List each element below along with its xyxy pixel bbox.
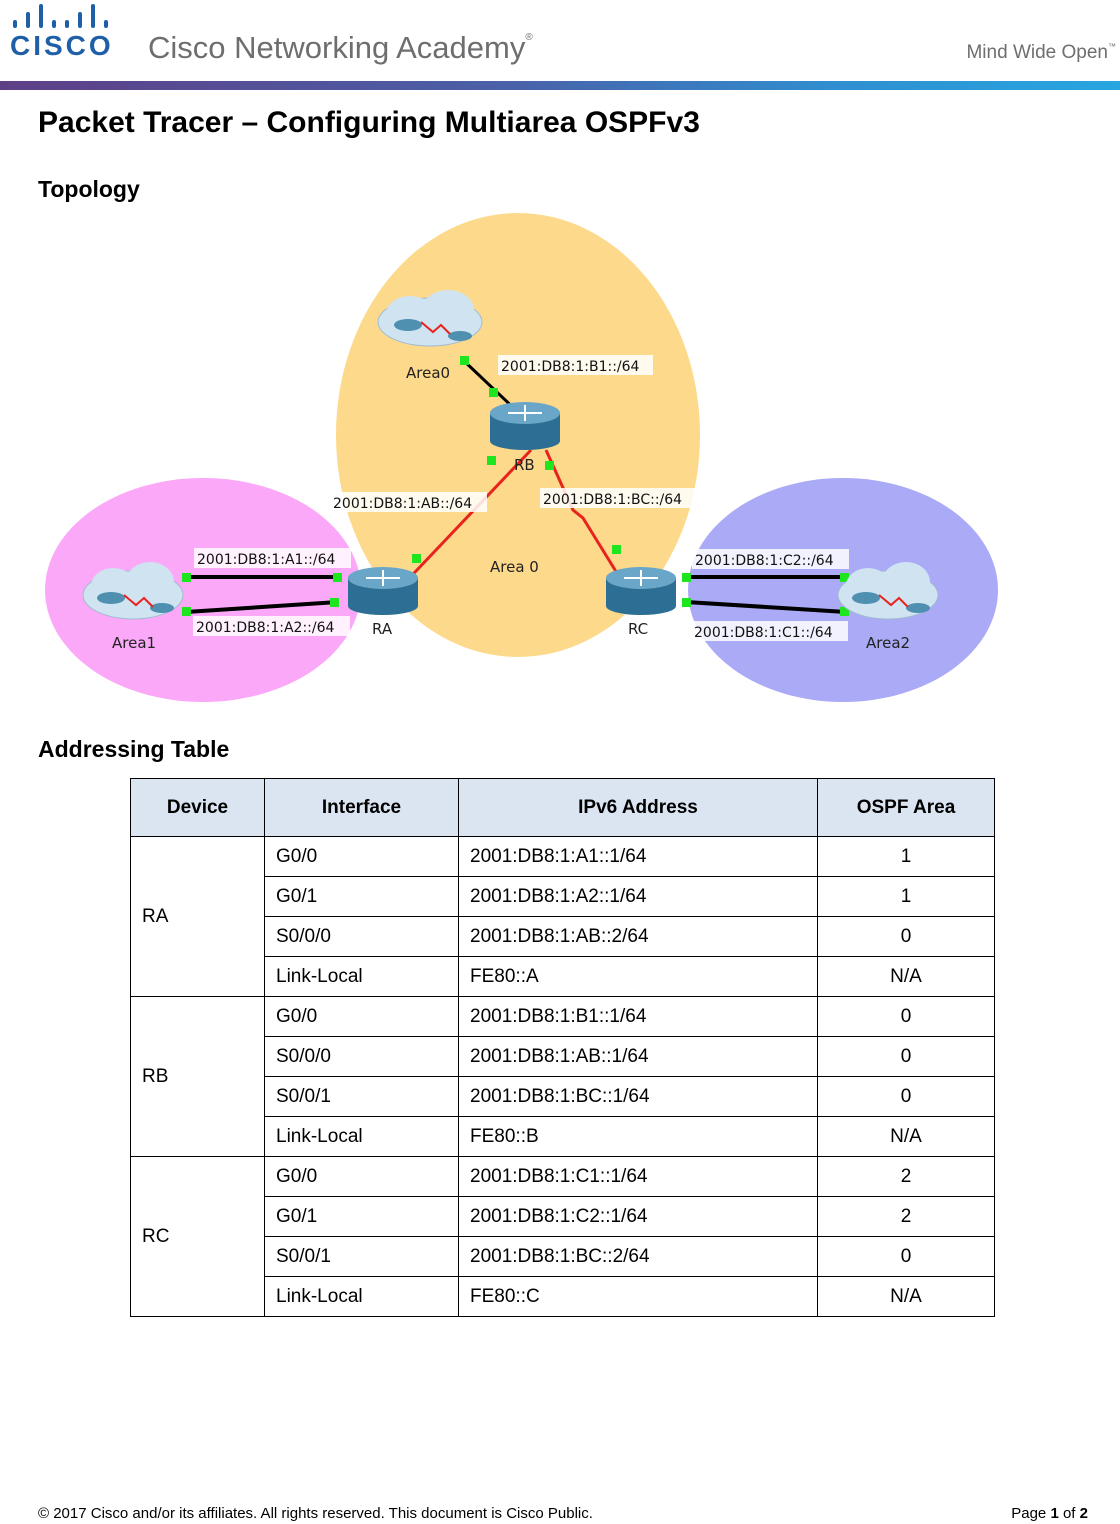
a1-link-label: 2001:DB8:1:A1::/64 bbox=[197, 552, 336, 568]
address-cell: FE80::B bbox=[458, 1116, 818, 1157]
address-cell: 2001:DB8:1:AB::2/64 bbox=[458, 916, 818, 957]
area-cell: 0 bbox=[817, 996, 995, 1037]
table-row: Link-Local FE80::A N/A bbox=[131, 956, 995, 997]
area-cell: 2 bbox=[817, 1196, 995, 1237]
topology-diagram: Area0 RB RA RC Area 0 Area1 Area2 2001:D… bbox=[45, 213, 998, 702]
router-rb-label: RB bbox=[514, 456, 535, 474]
router-rb-icon bbox=[490, 402, 560, 450]
c2-link-label: 2001:DB8:1:C2::/64 bbox=[695, 553, 834, 569]
a2-link-label: 2001:DB8:1:A2::/64 bbox=[196, 620, 335, 636]
address-cell: 2001:DB8:1:A2::1/64 bbox=[458, 876, 818, 917]
area1-zone bbox=[45, 478, 361, 702]
area0-zone-label: Area 0 bbox=[490, 558, 539, 576]
column-header: IPv6 Address bbox=[458, 778, 818, 837]
router-ra-icon bbox=[348, 567, 418, 615]
a2-link bbox=[185, 600, 339, 614]
interface-cell: G0/1 bbox=[264, 876, 459, 917]
tagline: Mind Wide Open™ bbox=[966, 42, 1116, 63]
interface-cell: Link-Local bbox=[264, 1276, 459, 1317]
addressing-table: Device Interface IPv6 Address OSPF Area … bbox=[130, 778, 995, 1317]
column-header: OSPF Area bbox=[817, 778, 995, 837]
table-row: Link-Local FE80::C N/A bbox=[131, 1276, 995, 1317]
area-cell: 1 bbox=[817, 836, 995, 877]
router-rc-label: RC bbox=[628, 620, 648, 638]
area-cell: N/A bbox=[817, 1276, 995, 1317]
interface-cell: G0/0 bbox=[264, 1156, 459, 1197]
device-cell: RA bbox=[130, 836, 265, 997]
area-cell: 0 bbox=[817, 916, 995, 957]
address-cell: 2001:DB8:1:BC::1/64 bbox=[458, 1076, 818, 1117]
table-row: S0/0/0 2001:DB8:1:AB::2/64 0 bbox=[131, 916, 995, 957]
interface-cell: Link-Local bbox=[264, 956, 459, 997]
topology-heading: Topology bbox=[38, 176, 140, 202]
interface-cell: G0/1 bbox=[264, 1196, 459, 1237]
area-cell: N/A bbox=[817, 956, 995, 997]
address-cell: FE80::A bbox=[458, 956, 818, 997]
area1-cloud-icon bbox=[82, 562, 184, 620]
interface-cell: S0/0/0 bbox=[264, 1036, 459, 1077]
address-cell: 2001:DB8:1:AB::1/64 bbox=[458, 1036, 818, 1077]
device-cell: RB bbox=[130, 996, 265, 1157]
academy-name: Cisco Networking Academy® bbox=[148, 30, 533, 65]
bc-link-label: 2001:DB8:1:BC::/64 bbox=[543, 492, 682, 508]
address-cell: 2001:DB8:1:BC::2/64 bbox=[458, 1236, 818, 1277]
bc-link bbox=[544, 449, 622, 579]
column-header: Interface bbox=[264, 778, 459, 837]
interface-cell: G0/0 bbox=[264, 836, 459, 877]
area-cell: N/A bbox=[817, 1116, 995, 1157]
area-cell: 1 bbox=[817, 876, 995, 917]
area0-cloud-icon bbox=[377, 290, 483, 347]
area-cell: 0 bbox=[817, 1036, 995, 1077]
copyright-notice: © 2017 Cisco and/or its affiliates. All … bbox=[38, 1505, 593, 1522]
header-gradient-rule bbox=[0, 81, 1120, 90]
addressing-table-heading: Addressing Table bbox=[38, 736, 230, 762]
area-cell: 0 bbox=[817, 1236, 995, 1277]
table-row: RB G0/0 2001:DB8:1:B1::1/64 0 bbox=[130, 996, 995, 1157]
router-ra-label: RA bbox=[372, 620, 393, 638]
router-rc-icon bbox=[606, 567, 676, 615]
address-cell: 2001:DB8:1:A1::1/64 bbox=[458, 836, 818, 877]
table-row: RC G0/0 2001:DB8:1:C1::1/64 2 bbox=[130, 1156, 995, 1317]
table-row: RA G0/0 2001:DB8:1:A1::1/64 1 bbox=[130, 836, 995, 997]
ab-link-label: 2001:DB8:1:AB::/64 bbox=[333, 496, 472, 512]
c1-link-label: 2001:DB8:1:C1::/64 bbox=[694, 625, 833, 641]
interface-cell: S0/0/0 bbox=[264, 916, 459, 957]
c1-link bbox=[685, 600, 847, 614]
b1-link-label: 2001:DB8:1:B1::/64 bbox=[501, 359, 640, 375]
table-row: G0/1 2001:DB8:1:A2::1/64 1 bbox=[131, 876, 995, 917]
table-row: Link-Local FE80::B N/A bbox=[131, 1116, 995, 1157]
interface-cell: G0/0 bbox=[264, 996, 459, 1037]
link-ports bbox=[182, 356, 849, 616]
area2-label: Area2 bbox=[866, 634, 910, 652]
area0-cloud-label: Area0 bbox=[406, 364, 450, 382]
ab-link bbox=[396, 448, 533, 592]
interface-cell: Link-Local bbox=[264, 1116, 459, 1157]
address-cell: 2001:DB8:1:B1::1/64 bbox=[458, 996, 818, 1037]
area-cell: 0 bbox=[817, 1076, 995, 1117]
address-cell: 2001:DB8:1:C1::1/64 bbox=[458, 1156, 818, 1197]
address-cell: 2001:DB8:1:C2::1/64 bbox=[458, 1196, 818, 1237]
cisco-wordmark: CISCO bbox=[10, 30, 114, 61]
page-title: Packet Tracer – Configuring Multiarea OS… bbox=[38, 106, 700, 139]
page-number: Page 1 of 2 bbox=[1011, 1505, 1088, 1522]
area1-label: Area1 bbox=[112, 634, 156, 652]
page-header: CISCO Cisco Networking Academy® Mind Wid… bbox=[0, 0, 1120, 92]
device-cell: RC bbox=[130, 1156, 265, 1317]
table-row: S0/0/1 2001:DB8:1:BC::2/64 0 bbox=[131, 1236, 995, 1277]
area2-cloud-icon bbox=[837, 562, 939, 620]
area-cell: 2 bbox=[817, 1156, 995, 1197]
interface-cell: S0/0/1 bbox=[264, 1236, 459, 1277]
interface-cell: S0/0/1 bbox=[264, 1076, 459, 1117]
column-header: Device bbox=[130, 778, 265, 837]
table-row: S0/0/1 2001:DB8:1:BC::1/64 0 bbox=[131, 1076, 995, 1117]
address-cell: FE80::C bbox=[458, 1276, 818, 1317]
table-header-row: Device Interface IPv6 Address OSPF Area bbox=[130, 778, 995, 837]
cisco-bars-logo-icon bbox=[13, 4, 108, 28]
